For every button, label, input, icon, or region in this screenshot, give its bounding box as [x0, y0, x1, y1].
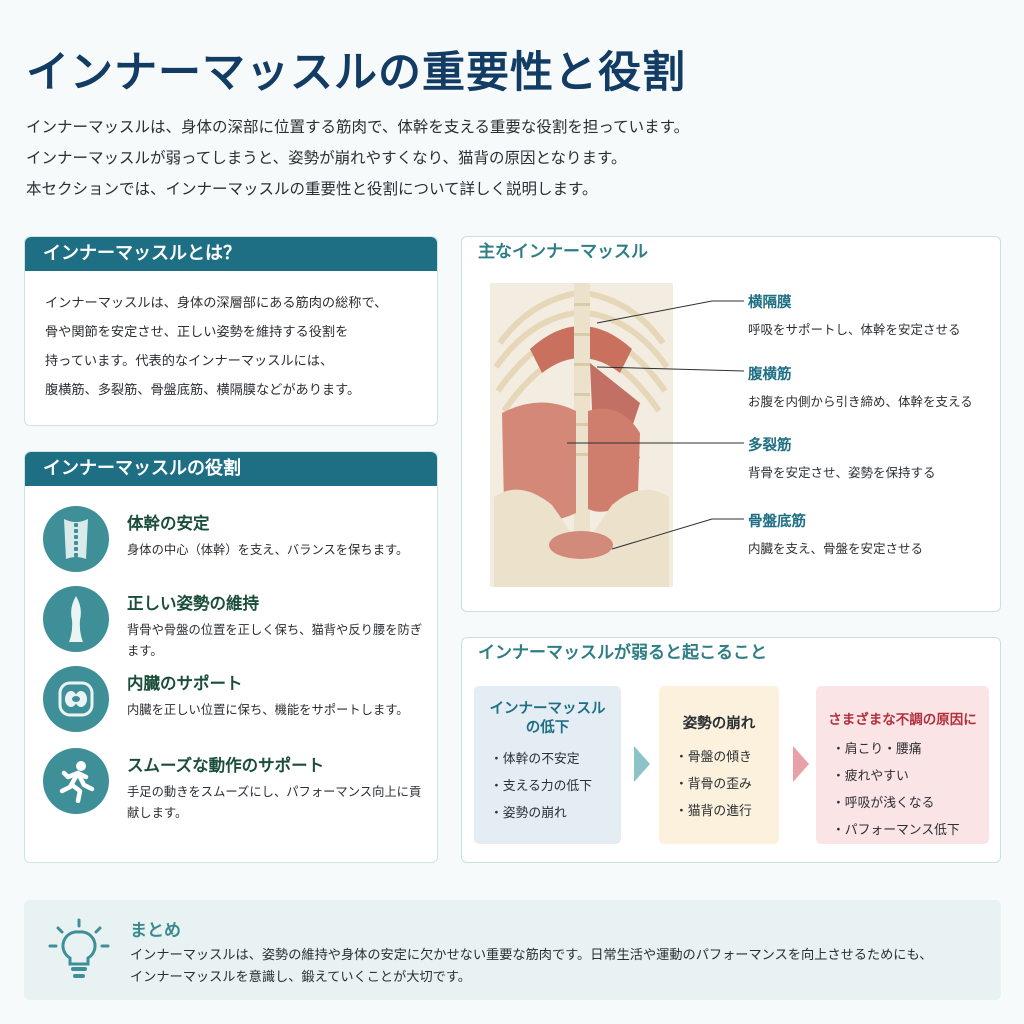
- effect-list: 肩こり・腰痛 疲れやすい 呼吸が浅くなる パフォーマンス低下: [832, 736, 960, 844]
- effect-item: 呼吸が浅くなる: [832, 790, 960, 817]
- summary-text: インナーマッスルは、姿勢の維持や身体の安定に欠かせない重要な筋肉です。日常生活や…: [130, 945, 990, 989]
- intro-line: インナーマッスルは、身体の深部に位置する筋肉で、体幹を支える重要な役割を担ってい…: [26, 118, 690, 136]
- arrow-icon: [793, 746, 809, 782]
- role-desc: 背骨や骨盤の位置を正しく保ち、猫背や反り腰を防ぎます。: [127, 623, 423, 658]
- role-item: 正しい姿勢の維持 背骨や骨盤の位置を正しく保ち、猫背や反り腰を防ぎます。: [43, 586, 428, 658]
- what-is-card: インナーマッスルとは？ インナーマッスルは、身体の深層部にある筋肉の総称で、 骨…: [24, 236, 438, 426]
- roles-card: インナーマッスルの役割 体幹の安定 身体の中心（体幹）を支え、バランスを保ちます…: [24, 451, 438, 863]
- intro-line: 本セクションでは、インナーマッスルの重要性と役割について詳しく説明します。: [26, 180, 598, 198]
- what-is-line: 持っています。代表的なインナーマッスルには、: [45, 354, 334, 369]
- muscle-label-diaphragm: 横隔膜 呼吸をサポートし、体幹を安定させる: [748, 291, 961, 338]
- muscle-desc: 内臓を支え、骨盤を安定させる: [748, 541, 924, 556]
- leader-lines: [567, 300, 745, 550]
- role-item: 体幹の安定 身体の中心（体幹）を支え、バランスを保ちます。: [43, 506, 428, 576]
- effect-item: 姿勢の崩れ: [490, 800, 592, 827]
- muscle-desc: お腹を内側から引き締め、体幹を支える: [748, 394, 973, 409]
- role-title: 内臓のサポート: [127, 674, 243, 693]
- muscle-label-pelvic-floor: 骨盤底筋 内臓を支え、骨盤を安定させる: [748, 510, 923, 557]
- spine-icon: [43, 506, 109, 572]
- anatomy-illustration: [490, 283, 673, 587]
- running-icon: [43, 748, 109, 814]
- effect-item: 背骨の歪み: [675, 771, 752, 798]
- lightbulb-icon: [48, 918, 110, 986]
- effect-list: 骨盤の傾き 背骨の歪み 猫背の進行: [675, 744, 752, 825]
- what-is-body: インナーマッスルは、身体の深層部にある筋肉の総称で、 骨や関節を安定させ、正しい…: [25, 271, 437, 423]
- effect-item: パフォーマンス低下: [832, 817, 960, 844]
- role-desc: 手足の動きをスムーズにし、パフォーマンス向上に貢献します。: [127, 785, 422, 820]
- effect-item: 肩こり・腰痛: [832, 736, 960, 763]
- summary-line: インナーマッスルは、姿勢の維持や身体の安定に欠かせない重要な筋肉です。日常生活や…: [130, 948, 933, 963]
- muscle-name: 多裂筋: [748, 438, 792, 454]
- effect-box: さまざまな不調の原因に 肩こり・腰痛 疲れやすい 呼吸が浅くなる パフォーマンス…: [816, 686, 989, 844]
- role-title: 体幹の安定: [127, 514, 210, 533]
- effect-title: 姿勢の崩れ: [682, 716, 756, 732]
- arrow-icon: [634, 746, 650, 782]
- intro-text: インナーマッスルは、身体の深部に位置する筋肉で、体幹を支える重要な役割を担ってい…: [26, 112, 966, 205]
- role-title: スムーズな動作のサポート: [127, 756, 325, 775]
- when-weak-heading: インナーマッスルが弱ると起こること: [478, 643, 767, 663]
- effect-item: 猫背の進行: [675, 798, 752, 825]
- effect-box: インナーマッスル の低下 体幹の不安定 支える力の低下 姿勢の崩れ: [474, 686, 621, 844]
- roles-heading: インナーマッスルの役割: [25, 452, 437, 486]
- what-is-line: 骨や関節を安定させ、正しい姿勢を維持する役割を: [45, 325, 349, 340]
- muscle-name: 骨盤底筋: [748, 514, 806, 530]
- role-desc: 身体の中心（体幹）を支え、バランスを保ちます。: [127, 543, 409, 557]
- effect-box: 姿勢の崩れ 骨盤の傾き 背骨の歪み 猫背の進行: [659, 686, 779, 844]
- main-muscles-heading: 主なインナーマッスル: [478, 242, 648, 262]
- page-title: インナーマッスルの重要性と役割: [26, 48, 686, 98]
- effect-title: さまざまな不調の原因に: [828, 712, 977, 728]
- role-item: 内臓のサポート 内臓を正しい位置に保ち、機能をサポートします。: [43, 666, 428, 736]
- what-is-line: 腹横筋、多裂筋、骨盤底筋、横隔膜などがあります。: [45, 383, 361, 398]
- summary-heading: まとめ: [130, 921, 181, 941]
- summary-panel: まとめ インナーマッスルは、姿勢の維持や身体の安定に欠かせない重要な筋肉です。日…: [24, 900, 1001, 1000]
- role-desc: 内臓を正しい位置に保ち、機能をサポートします。: [127, 703, 409, 717]
- role-item: スムーズな動作のサポート 手足の動きをスムーズにし、パフォーマンス向上に貢献しま…: [43, 748, 428, 820]
- muscle-name: 横隔膜: [748, 295, 792, 311]
- muscle-desc: 背骨を安定させ、姿勢を保持する: [748, 465, 936, 480]
- what-is-heading: インナーマッスルとは？: [25, 237, 437, 271]
- muscle-label-transverse: 腹横筋 お腹を内側から引き締め、体幹を支える: [748, 363, 973, 410]
- posture-icon: [43, 586, 109, 652]
- effect-title: インナーマッスル の低下: [489, 701, 606, 736]
- effect-item: 骨盤の傾き: [675, 744, 752, 771]
- effect-item: 体幹の不安定: [490, 746, 592, 773]
- effect-list: 体幹の不安定 支える力の低下 姿勢の崩れ: [490, 746, 592, 827]
- muscle-label-multifidus: 多裂筋 背骨を安定させ、姿勢を保持する: [748, 434, 936, 481]
- muscle-desc: 呼吸をサポートし、体幹を安定させる: [748, 322, 961, 337]
- effect-item: 疲れやすい: [832, 763, 960, 790]
- role-title: 正しい姿勢の維持: [127, 594, 259, 613]
- muscle-name: 腹横筋: [748, 367, 792, 383]
- organs-icon: [43, 666, 109, 732]
- when-weak-card: インナーマッスルが弱ると起こること インナーマッスル の低下 体幹の不安定 支え…: [461, 637, 1001, 863]
- effect-item: 支える力の低下: [490, 773, 592, 800]
- summary-line: インナーマッスルを意識し、鍛えていくことが大切です。: [130, 970, 471, 985]
- intro-line: インナーマッスルが弱ってしまうと、姿勢が崩れやすくなり、猫背の原因となります。: [26, 149, 627, 167]
- what-is-line: インナーマッスルは、身体の深層部にある筋肉の総称で、: [45, 296, 388, 311]
- main-muscles-card: 主なインナーマッスル: [461, 236, 1001, 612]
